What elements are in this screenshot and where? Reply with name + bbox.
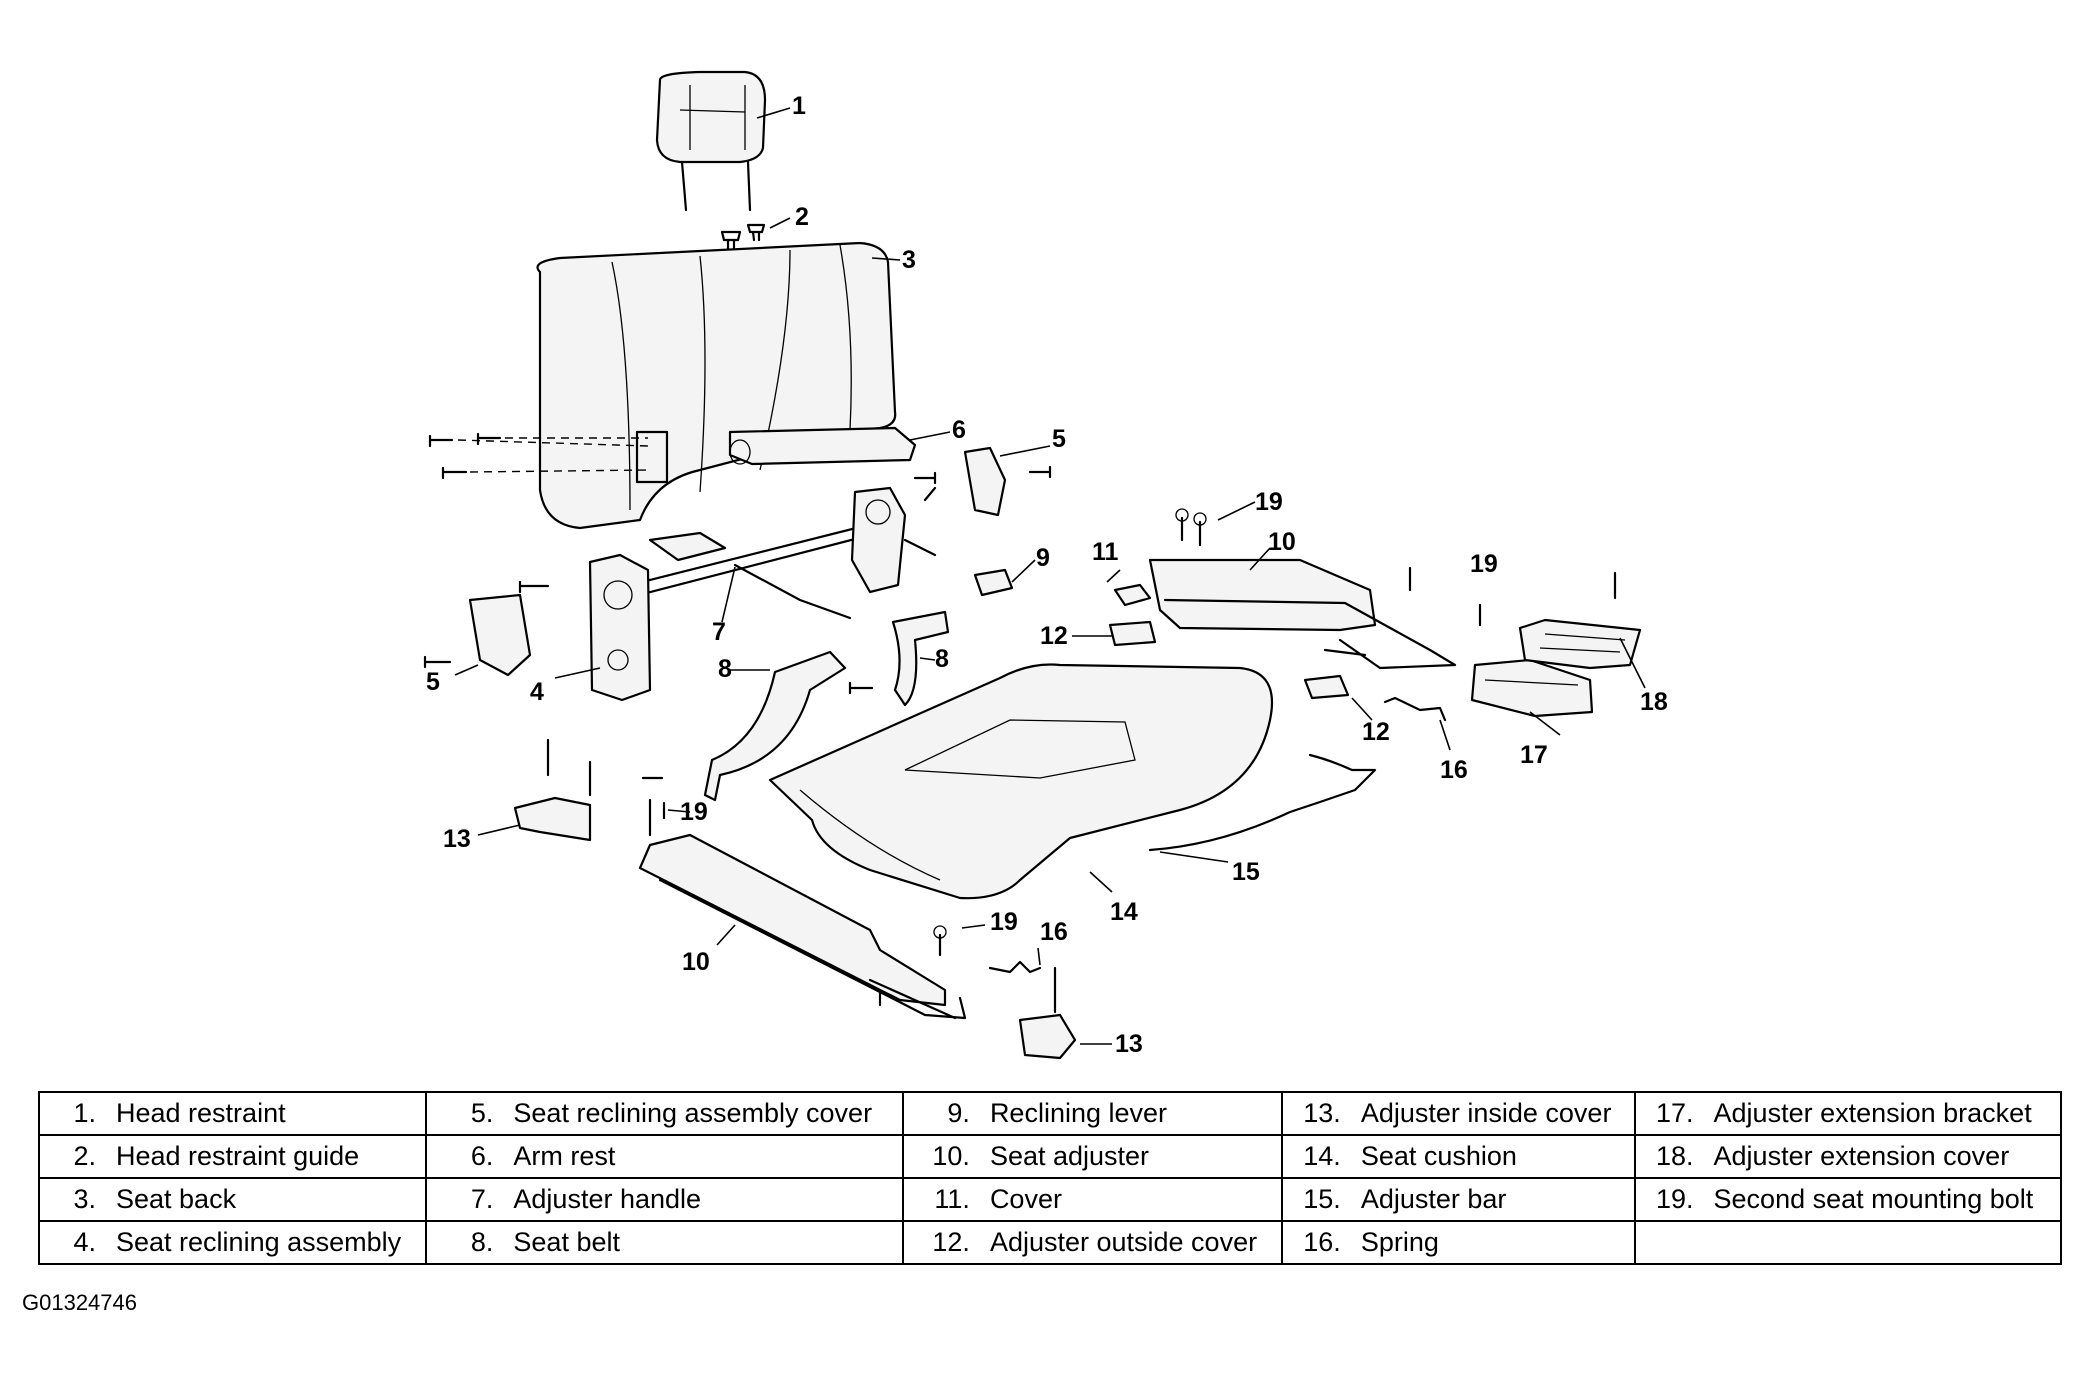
callout-10-right: 10 — [1268, 528, 1296, 556]
callout-labels: 1 2 3 6 5 19 10 19 11 9 7 8 8 12 18 17 1… — [426, 92, 1668, 1058]
seat-reclining-assembly-cover — [423, 446, 1052, 677]
callout-3: 3 — [902, 246, 916, 274]
second-seat-mounting-bolt — [641, 508, 1617, 957]
adjuster-extension-cover — [1518, 618, 1642, 670]
reclining-lever — [973, 568, 1014, 597]
seat-adjuster-left — [638, 833, 967, 1020]
legend-row: 3.Seat back 7.Adjuster handle 11.Cover 1… — [37, 1177, 2063, 1222]
spring — [988, 696, 1447, 974]
legend-cell: 16.Spring — [1280, 1220, 1636, 1265]
callout-19-right: 19 — [1470, 550, 1498, 578]
cover — [1113, 583, 1152, 607]
legend-cell: 11.Cover — [901, 1177, 1283, 1222]
callout-13-right: 13 — [1115, 1030, 1143, 1058]
head-restraint-guide — [720, 223, 766, 252]
legend-row: 2.Head restraint guide 6.Arm rest 10.Sea… — [37, 1134, 2063, 1179]
adjuster-bar — [1148, 753, 1377, 852]
callout-12-bottom: 12 — [1362, 718, 1390, 746]
adjuster-outside-cover — [1108, 620, 1350, 700]
legend-cell: 1.Head restraint — [37, 1091, 428, 1136]
arm-rest — [728, 426, 917, 466]
legend-row: 1.Head restraint 5.Seat reclining assemb… — [37, 1091, 2063, 1136]
callout-7: 7 — [712, 618, 726, 646]
callout-17: 17 — [1520, 741, 1548, 769]
head-restraint — [655, 70, 767, 212]
legend-cell: 5.Seat reclining assembly cover — [425, 1091, 904, 1136]
seat-adjuster-right — [1148, 558, 1457, 670]
legend-row: 4.Seat reclining assembly 8.Seat belt 12… — [37, 1220, 2063, 1265]
seat-reclining-assembly — [518, 553, 652, 702]
adjuster-extension-bracket — [1470, 658, 1594, 718]
upper-left-bolts — [428, 430, 669, 484]
seat-cushion — [768, 663, 1274, 900]
callout-19-top: 19 — [1255, 488, 1283, 516]
exploded-seat-diagram: 1 2 3 6 5 19 10 19 11 9 7 8 8 12 18 17 1… — [423, 70, 1668, 1060]
legend-cell: 9.Reclining lever — [901, 1091, 1283, 1136]
adjuster-handle — [608, 520, 884, 620]
callout-15: 15 — [1232, 858, 1260, 886]
callout-10-left: 10 — [682, 948, 710, 976]
callout-19-left: 19 — [680, 798, 708, 826]
callout-14: 14 — [1110, 898, 1138, 926]
legend-cell: 4.Seat reclining assembly — [37, 1220, 428, 1265]
legend-cell: 2.Head restraint guide — [37, 1134, 428, 1179]
callout-4: 4 — [530, 678, 544, 706]
legend-cell: 13.Adjuster inside cover — [1280, 1091, 1636, 1136]
callout-12-top: 12 — [1040, 622, 1068, 650]
legend-cell: 12.Adjuster outside cover — [901, 1220, 1283, 1265]
callout-8-left: 8 — [718, 655, 732, 683]
legend-cell: 15.Adjuster bar — [1280, 1177, 1636, 1222]
callout-5-right: 5 — [1052, 425, 1066, 453]
legend-cell: 17.Adjuster extension bracket — [1633, 1091, 2063, 1136]
seat-back — [536, 241, 897, 530]
legend-cell: 10.Seat adjuster — [901, 1134, 1283, 1179]
legend-cell: 7.Adjuster handle — [425, 1177, 904, 1222]
legend-cell: 18.Adjuster extension cover — [1633, 1134, 2063, 1179]
seat-reclining-assembly-right — [850, 471, 937, 594]
parts-legend-table: 1.Head restraint 5.Seat reclining assemb… — [37, 1091, 2063, 1265]
legend-cell: 19.Second seat mounting bolt — [1633, 1177, 2063, 1222]
callout-16-bottom: 16 — [1040, 918, 1068, 946]
figure-id: G01324746 — [22, 1290, 137, 1315]
legend-cell: 14.Seat cushion — [1280, 1134, 1636, 1179]
callout-18: 18 — [1640, 688, 1668, 716]
legend-cell: 6.Arm rest — [425, 1134, 904, 1179]
callout-11: 11 — [1092, 538, 1119, 566]
callout-9: 9 — [1036, 544, 1050, 572]
seat-belt — [703, 610, 950, 802]
callout-16-right: 16 — [1440, 756, 1468, 784]
legend-cell — [1633, 1220, 2063, 1265]
callout-2: 2 — [795, 203, 809, 231]
adjuster-inside-cover — [513, 738, 1077, 1060]
callout-19-bottom: 19 — [990, 908, 1018, 936]
callout-5-left: 5 — [426, 668, 440, 696]
callout-1: 1 — [792, 92, 806, 120]
legend-cell: 3.Seat back — [37, 1177, 428, 1222]
callout-8-right: 8 — [935, 645, 949, 673]
callout-6: 6 — [952, 416, 966, 444]
leader-lines — [454, 107, 1646, 1045]
callout-13-left: 13 — [443, 825, 471, 853]
legend-cell: 8.Seat belt — [425, 1220, 904, 1265]
